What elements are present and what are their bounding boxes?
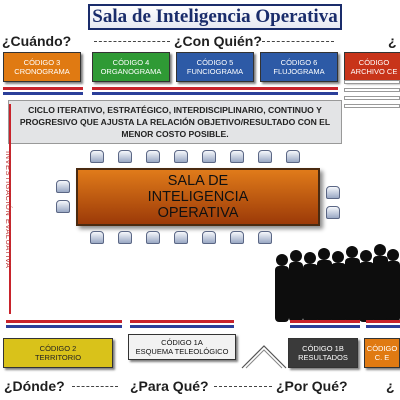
- table-line-2: INTELIGENCIA: [147, 189, 249, 205]
- code-name: FLUJOGRAMA: [273, 67, 325, 76]
- code-box-right: CÓDIGO C. E: [364, 338, 400, 368]
- question-por-que: ¿Por Qué?: [276, 378, 348, 394]
- code-box-flujograma: CÓDIGO 6 FLUJOGRAMA: [260, 52, 338, 82]
- table-label: SALA DE INTELIGENCIA OPERATIVA: [148, 173, 249, 221]
- code-box-organograma: CÓDIGO 4 ORGANOGRAMA: [92, 52, 170, 82]
- people-silhouette-icon: [275, 244, 400, 322]
- chair-icon: [174, 231, 188, 244]
- code-box-territorio: CÓDIGO 2 TERRITORIO: [3, 338, 113, 368]
- code-number: CÓDIGO 1A: [161, 338, 203, 347]
- code-box-resultados: CÓDIGO 1B RESULTADOS: [288, 338, 358, 368]
- chair-icon: [90, 231, 104, 244]
- code-box-archivo: CÓDIGO ARCHIVO CE: [344, 52, 400, 82]
- code-number: CÓDIGO 1B: [302, 344, 344, 353]
- chair-icon: [258, 150, 272, 163]
- code-number: CÓDIGO 4: [112, 58, 150, 67]
- table-line-1: SALA DE: [167, 173, 229, 189]
- code-name: C. E: [374, 353, 390, 362]
- code-name: ORGANOGRAMA: [100, 67, 162, 76]
- page-title: Sala de Inteligencia Operativa: [92, 6, 338, 27]
- code-name: ESQUEMA TELEOLÓGICO: [135, 347, 229, 356]
- chair-icon: [230, 150, 244, 163]
- arrow-bar-red: [290, 320, 360, 323]
- title-box: Sala de Inteligencia Operativa: [88, 4, 342, 30]
- chair-icon: [286, 150, 300, 163]
- code-box-funciograma: CÓDIGO 5 FUNCIOGRAMA: [176, 52, 254, 82]
- code-box-esquema-teleologico: CÓDIGO 1A ESQUEMA TELEOLÓGICO: [128, 334, 236, 360]
- arrow-bar-blue: [92, 92, 338, 95]
- left-vertical-line: [9, 104, 11, 314]
- table-line-3: OPERATIVA: [157, 205, 239, 221]
- code-name: FUNCIOGRAMA: [186, 67, 244, 76]
- chair-icon: [56, 180, 70, 193]
- chair-icon: [202, 150, 216, 163]
- dashed-line: [214, 386, 272, 387]
- dashed-line: [72, 386, 118, 387]
- question-donde: ¿Dónde?: [4, 378, 65, 394]
- question-con-quien: ¿Con Quién?: [174, 33, 262, 49]
- arrow-bar-red: [92, 87, 338, 90]
- description-box: CICLO ITERATIVO, ESTRATÉGICO, INTERDISCI…: [8, 100, 342, 144]
- question-fragment-bottom-right: ¿: [386, 378, 395, 394]
- archive-lines: [344, 80, 400, 114]
- code-name: TERRITORIO: [34, 353, 82, 362]
- chair-icon: [90, 150, 104, 163]
- arrow-bar-blue: [130, 325, 234, 328]
- connector-icon: [241, 345, 287, 369]
- line: [344, 104, 400, 108]
- arrow-bar-blue: [3, 92, 83, 95]
- arrow-bar-blue: [290, 325, 360, 328]
- chair-icon: [326, 186, 340, 199]
- chair-icon: [118, 231, 132, 244]
- chair-icon: [146, 231, 160, 244]
- arrow-bar-red: [6, 320, 122, 323]
- code-name: ARCHIVO CE: [350, 67, 398, 76]
- arrow-bar-red: [3, 87, 83, 90]
- vertical-label: INVESTIGACIÓN EVALUATIVA: [4, 151, 13, 269]
- line: [344, 96, 400, 100]
- dashed-line-right: [262, 41, 334, 42]
- chair-icon: [146, 150, 160, 163]
- code-number: CÓDIGO 5: [196, 58, 234, 67]
- arrow-bar-blue: [6, 325, 122, 328]
- code-number: CÓDIGO 2: [39, 344, 77, 353]
- question-cuando: ¿Cuándo?: [2, 33, 72, 49]
- chair-icon: [174, 150, 188, 163]
- description-text: CICLO ITERATIVO, ESTRATÉGICO, INTERDISCI…: [19, 105, 331, 139]
- code-number: CÓDIGO: [358, 58, 390, 67]
- code-box-cronograma: CÓDIGO 3 CRONOGRAMA: [3, 52, 81, 82]
- chair-icon: [258, 231, 272, 244]
- line: [344, 80, 400, 84]
- chair-icon: [56, 200, 70, 213]
- meeting-table: SALA DE INTELIGENCIA OPERATIVA: [76, 168, 320, 226]
- arrow-bar-blue: [366, 325, 400, 328]
- line: [344, 88, 400, 92]
- chair-icon: [202, 231, 216, 244]
- chair-icon: [230, 231, 244, 244]
- chair-icon: [326, 206, 340, 219]
- question-fragment-top-right: ¿: [388, 33, 397, 49]
- arrow-bar-red: [130, 320, 234, 323]
- code-number: CÓDIGO: [366, 344, 398, 353]
- code-number: CÓDIGO 6: [280, 58, 318, 67]
- dashed-line-left: [94, 41, 170, 42]
- question-para-que: ¿Para Qué?: [130, 378, 209, 394]
- code-number: CÓDIGO 3: [23, 58, 61, 67]
- code-name: CRONOGRAMA: [14, 67, 70, 76]
- arrow-bar-red: [366, 320, 400, 323]
- code-name: RESULTADOS: [298, 353, 348, 362]
- chair-icon: [118, 150, 132, 163]
